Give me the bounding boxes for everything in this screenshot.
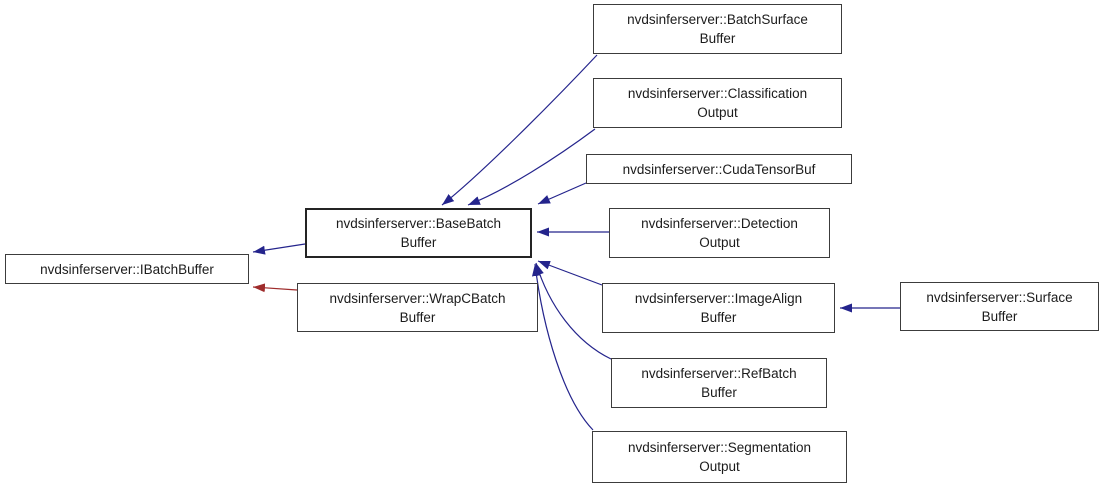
edge-batchsurfacebuffer-to-basebatchbuffer — [441, 54, 598, 206]
node-surfacebuffer[interactable]: nvdsinferserver::Surface Buffer — [900, 282, 1099, 331]
node-label-line: nvdsinferserver::CudaTensorBuf — [622, 161, 816, 177]
edge-segmentationoutput-to-basebatchbuffer — [531, 263, 594, 431]
node-label-line: Output — [699, 235, 740, 250]
node-label-line: nvdsinferserver::BaseBatch — [335, 216, 502, 231]
node-segmentationoutput[interactable]: nvdsinferserver::Segmentation Output — [592, 431, 847, 483]
edge-classificationoutput-to-basebatchbuffer — [467, 128, 596, 206]
node-label-line: nvdsinferserver::Surface — [926, 289, 1073, 305]
node-label-line: Output — [697, 105, 738, 120]
node-label-line: nvdsinferserver::BatchSurface — [627, 12, 808, 27]
node-cudatensorbuf[interactable]: nvdsinferserver::CudaTensorBuf — [586, 154, 852, 184]
node-label-line: nvdsinferserver::Segmentation — [627, 440, 812, 455]
node-label-line: Buffer — [399, 309, 436, 325]
edge-refbatchbuffer-to-basebatchbuffer — [535, 262, 612, 360]
node-ibatchbuffer[interactable]: nvdsinferserver::IBatchBuffer — [5, 254, 249, 284]
node-label-line: Buffer — [700, 310, 737, 325]
node-label-line: nvdsinferserver::Classification — [627, 86, 808, 101]
node-batchsurfacebuffer[interactable]: nvdsinferserver::BatchSurface Buffer — [593, 4, 842, 54]
node-label-line: Buffer — [400, 235, 437, 250]
node-basebatchbuffer[interactable]: nvdsinferserver::BaseBatch Buffer — [305, 208, 532, 258]
node-label-line: nvdsinferserver::RefBatch — [641, 366, 797, 381]
node-label-line: nvdsinferserver::Detection — [641, 216, 798, 231]
node-label-line: Output — [699, 459, 740, 474]
node-imagealignbuffer[interactable]: nvdsinferserver::ImageAlign Buffer — [602, 283, 835, 333]
node-label-line: Buffer — [699, 31, 736, 46]
edge-wrapcbatchbuffer-to-ibatchbuffer — [252, 283, 298, 293]
node-classificationoutput[interactable]: nvdsinferserver::Classification Output — [593, 78, 842, 128]
edge-cudatensorbuf-to-basebatchbuffer — [537, 182, 587, 205]
node-label-line: nvdsinferserver::ImageAlign — [634, 291, 803, 306]
node-wrapcbatchbuffer[interactable]: nvdsinferserver::WrapCBatch Buffer — [297, 283, 538, 332]
node-label-line: Buffer — [701, 385, 737, 400]
node-label-line: nvdsinferserver::WrapCBatch — [329, 290, 506, 306]
edge-imagealignbuffer-to-basebatchbuffer — [537, 260, 603, 286]
node-refbatchbuffer[interactable]: nvdsinferserver::RefBatch Buffer — [611, 358, 827, 408]
node-label-line: Buffer — [981, 308, 1018, 324]
node-detectionoutput[interactable]: nvdsinferserver::Detection Output — [609, 208, 830, 258]
node-label-line: nvdsinferserver::IBatchBuffer — [40, 261, 214, 277]
edge-basebatchbuffer-to-ibatchbuffer — [252, 243, 306, 255]
